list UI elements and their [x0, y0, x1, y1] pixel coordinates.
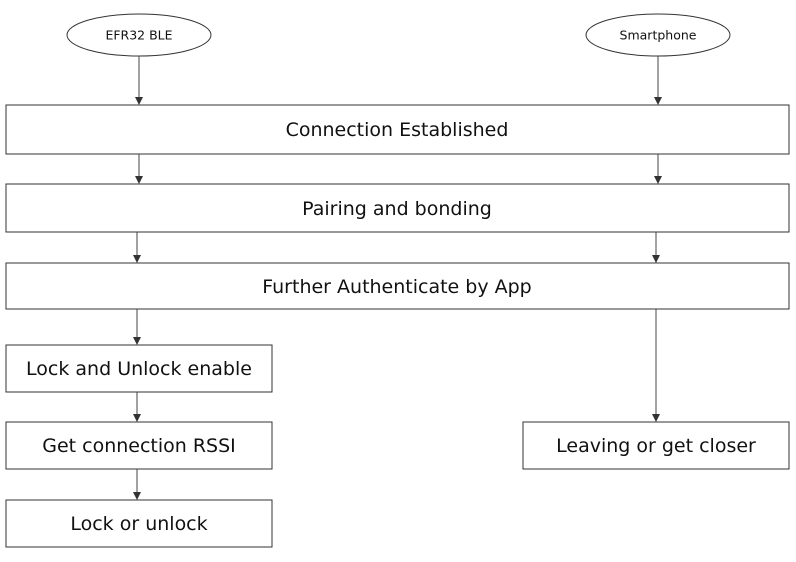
- further-authenticate-box: Further Authenticate by App: [5, 262, 790, 310]
- get-connection-rssi-box: Get connection RSSI: [5, 421, 273, 470]
- get-connection-rssi-label: Get connection RSSI: [42, 435, 236, 457]
- smartphone-label: Smartphone: [620, 28, 697, 43]
- leaving-or-closer-box: Leaving or get closer: [522, 421, 790, 470]
- lock-or-unlock-label: Lock or unlock: [70, 513, 207, 535]
- connection-established-label: Connection Established: [286, 119, 509, 141]
- further-authenticate-label: Further Authenticate by App: [262, 276, 532, 298]
- lock-unlock-enable-label: Lock and Unlock enable: [26, 358, 252, 380]
- lock-or-unlock-box: Lock or unlock: [5, 499, 273, 548]
- lock-unlock-enable-box: Lock and Unlock enable: [5, 344, 273, 393]
- pairing-bonding-box: Pairing and bonding: [5, 183, 790, 233]
- smartphone-node: Smartphone: [585, 13, 731, 57]
- efr32-ble-node: EFR32 BLE: [66, 13, 212, 57]
- connection-established-box: Connection Established: [5, 104, 790, 155]
- efr32-ble-label: EFR32 BLE: [105, 28, 172, 43]
- pairing-bonding-label: Pairing and bonding: [302, 198, 492, 220]
- leaving-or-closer-label: Leaving or get closer: [556, 435, 756, 457]
